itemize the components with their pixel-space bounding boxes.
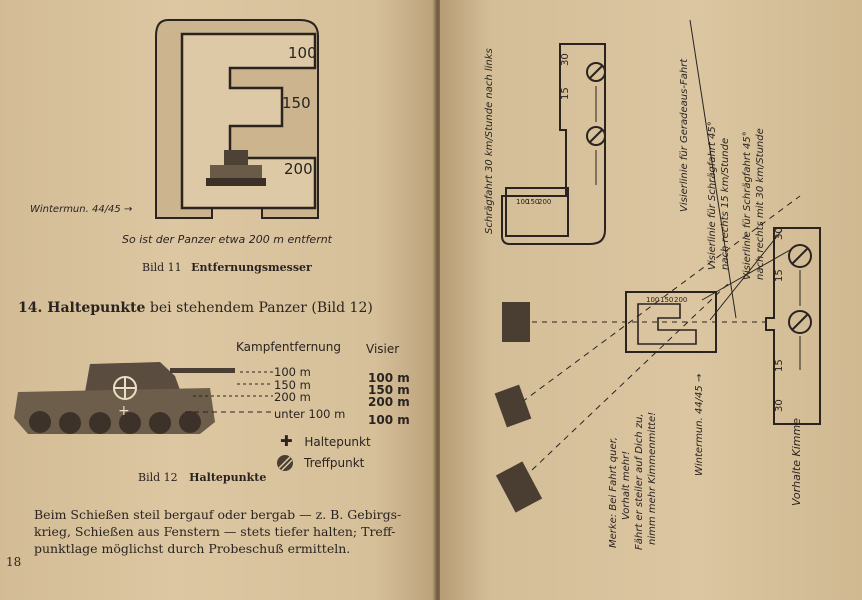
distance-column: 100 m 150 m 200 m unter 100 m bbox=[274, 366, 345, 420]
right-page: 30 15 100 150 200 100 150 200 30 15 15 3… bbox=[440, 0, 862, 600]
scale-bottom-15: 15 bbox=[774, 269, 785, 282]
label-merke-3: Fährt er steiler auf Dich zu, bbox=[634, 413, 645, 550]
aim-lines bbox=[185, 371, 273, 413]
table-row-dist: 200 m bbox=[274, 390, 311, 404]
sight-column: 100 m 150 m 200 m 100 m bbox=[368, 372, 410, 426]
range-finder-diagram: 100 150 200 bbox=[155, 19, 319, 219]
label-schraeg-left-2: nach rechts 15 km/Stunde bbox=[720, 138, 731, 270]
body-paragraph: Beim Schießen steil bergauf oder bergab … bbox=[34, 506, 401, 557]
scale-mid-100: 100 bbox=[646, 296, 659, 304]
scale-bottom-30: 30 bbox=[774, 227, 785, 240]
scale-mid-200: 200 bbox=[674, 296, 687, 304]
label-schraegfahrt: Schrägfahrt 30 km/Stunde nach links bbox=[484, 48, 495, 234]
legend-treffpunkt-label: Treffpunkt bbox=[304, 456, 365, 470]
table-row-dist: 150 m bbox=[274, 377, 311, 392]
label-merke-4: nimm mehr Kimmenmitte! bbox=[647, 412, 658, 545]
legend-treffpunkt: Treffpunkt bbox=[276, 454, 364, 472]
lead-sight-diagram: 30 15 100 150 200 100 150 200 30 15 15 3… bbox=[484, 19, 821, 550]
body-line: krieg, Schießen aus Fenstern — stets tie… bbox=[34, 524, 396, 539]
svg-text:+: + bbox=[118, 403, 130, 419]
figure11-italic-caption: So ist der Panzer etwa 200 m entfernt bbox=[122, 233, 332, 246]
table-row-sight: 100 m bbox=[368, 413, 410, 427]
col-header-distance: Kampfentfernung bbox=[236, 340, 341, 354]
section-heading: 14. Haltepunkte bei stehendem Panzer (Bi… bbox=[18, 300, 373, 316]
label-vorhalte-kimme: Vorhalte Kimme bbox=[790, 418, 803, 506]
table-row-sight: 100 m bbox=[368, 371, 410, 385]
figure12-caption-title: Haltepunkte bbox=[189, 471, 267, 484]
scale-mark-100: 100 bbox=[288, 44, 317, 62]
scale-top-15: 15 bbox=[560, 87, 571, 100]
table-row-dist: unter 100 m bbox=[274, 406, 346, 421]
table-row-sight: 150 m bbox=[368, 383, 410, 397]
hatched-circle-icon bbox=[277, 455, 293, 471]
scale-bottom-30b: 30 bbox=[774, 399, 785, 412]
figure11-caption-num: Bild 11 bbox=[142, 261, 182, 274]
scale-bottom-15b: 15 bbox=[774, 359, 785, 372]
figure11-caption-title: Entfernungsmesser bbox=[191, 261, 312, 274]
label-schraeg-right-1: Visierlinie für Schrägfahrt 45° bbox=[742, 131, 753, 280]
table-row-sight: 200 m bbox=[368, 395, 410, 409]
col-header-sight: Visier bbox=[366, 342, 400, 356]
cross-icon: ✚ bbox=[280, 432, 293, 450]
figure12-caption: Bild 12 Haltepunkte bbox=[138, 471, 266, 484]
scale-mark-150: 150 bbox=[282, 94, 311, 112]
figure12-caption-num: Bild 12 bbox=[138, 471, 178, 484]
figure11-caption: Bild 11 Entfernungsmesser bbox=[142, 261, 312, 274]
scale-small-150: 150 bbox=[526, 198, 539, 206]
label-geradeaus: Visierlinie für Geradeaus-Fahrt bbox=[679, 58, 690, 212]
left-page: 100 150 200 Wintermun. 44/45 → So ist de… bbox=[0, 0, 440, 600]
scale-top-30: 30 bbox=[560, 53, 571, 66]
label-schraeg-left-1: Visierlinie für Schrägfahrt 45° bbox=[707, 121, 718, 270]
legend-haltepunkt: ✚ Haltepunkt bbox=[280, 432, 371, 450]
scale-small-100: 100 bbox=[516, 198, 529, 206]
scale-mid-150: 150 bbox=[660, 296, 673, 304]
scale-mark-200: 200 bbox=[284, 160, 313, 178]
table-row-dist: 100 m bbox=[274, 365, 311, 379]
body-line: Beim Schießen steil bergauf oder bergab … bbox=[34, 507, 402, 522]
body-line: punktlage möglichst durch Probeschuß erm… bbox=[34, 541, 351, 556]
label-wintermun: Wintermun. 44/45 → bbox=[694, 374, 705, 476]
wintermun-note: Wintermun. 44/45 → bbox=[30, 204, 133, 215]
label-merke-2: Vorhalt mehr! bbox=[621, 451, 632, 520]
label-merke-1: Merke: Bei Fahrt quer, bbox=[608, 437, 619, 548]
t34-tank-illustration: + bbox=[14, 362, 235, 434]
section-number-title: 14. Haltepunkte bbox=[18, 300, 146, 316]
section-subtitle: bei stehendem Panzer (Bild 12) bbox=[149, 300, 373, 316]
tank-icon bbox=[206, 150, 266, 186]
label-schraeg-right-2: nach rechts mit 30 km/Stunde bbox=[755, 128, 766, 280]
legend-haltepunkt-label: Haltepunkt bbox=[304, 435, 371, 449]
page-number: 18 bbox=[6, 555, 22, 569]
scale-small-200: 200 bbox=[538, 198, 551, 206]
tank-icons bbox=[494, 302, 543, 513]
